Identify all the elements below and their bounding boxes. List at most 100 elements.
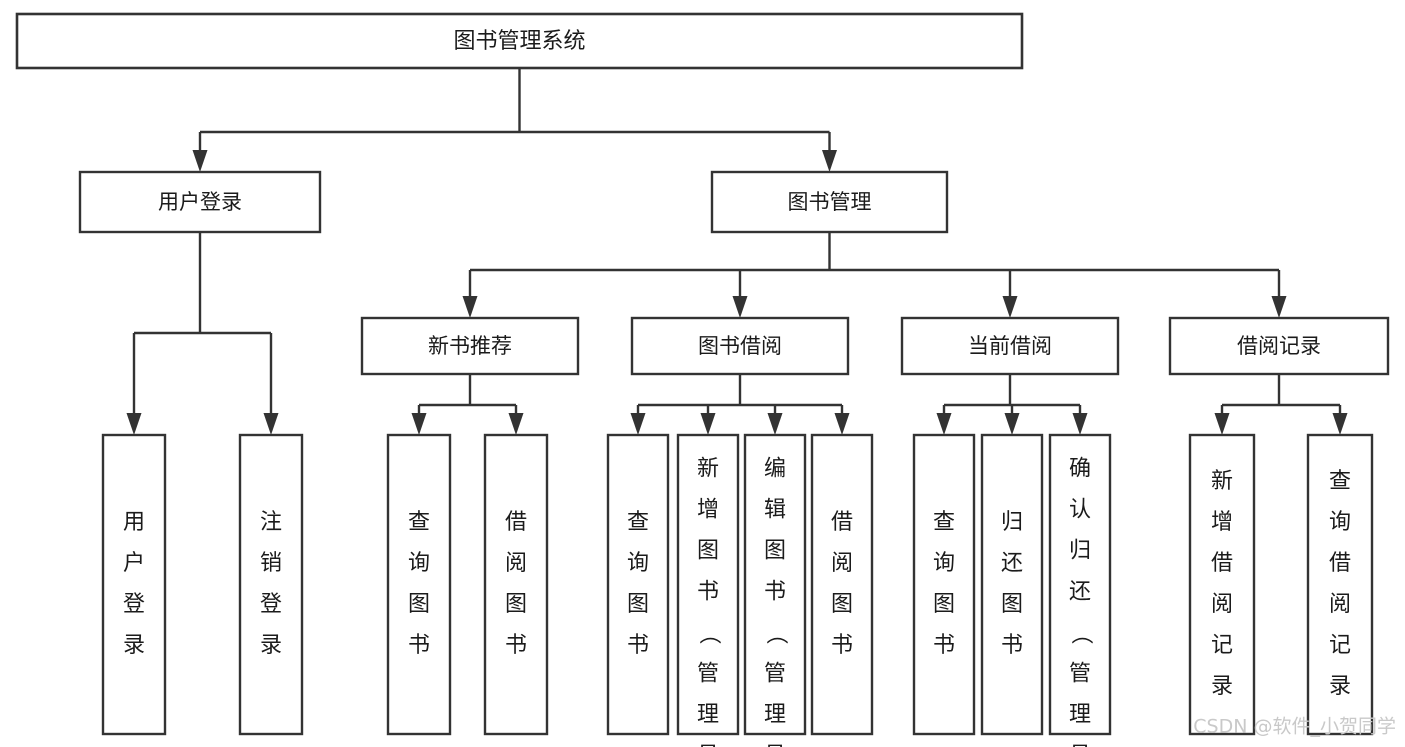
leaf-node-box[interactable] xyxy=(1306,433,1374,736)
leaf-node-label-char: 查 xyxy=(408,510,430,535)
level3-node-1-label: 图书借阅 xyxy=(698,334,782,358)
leaf-node-label-char: 询 xyxy=(408,551,430,576)
leaf-node-label-char: 登 xyxy=(260,592,282,617)
leaf-node-box[interactable] xyxy=(912,433,976,736)
watermark-layer: CSDN @软件_小贺同学 xyxy=(1193,716,1396,738)
leaf-node-label-char: 图 xyxy=(764,539,786,564)
leaf-node-label-char: 辑 xyxy=(764,498,786,523)
book-mgmt-to-l3-3-head xyxy=(1271,296,1287,318)
leaf-node-label-char: 员 xyxy=(764,744,786,747)
level3-node-1[interactable]: 图书借阅 xyxy=(630,316,850,376)
leaf-node-label-char: 询 xyxy=(627,551,649,576)
leaf-node-label-char: 借 xyxy=(831,510,853,535)
leaf-node-label-char: 借 xyxy=(505,510,527,535)
l3-2-to-leaf-1-head xyxy=(1004,413,1020,435)
l3-3-to-leaf-0-head xyxy=(1214,413,1230,435)
leaf-node-label-char: 新 xyxy=(1211,469,1233,494)
level3-node-0[interactable]: 新书推荐 xyxy=(360,316,580,376)
level2-node-0-label: 用户登录 xyxy=(158,190,242,214)
leaf-node-label-char: 注 xyxy=(260,510,282,535)
level3-node-2[interactable]: 当前借阅 xyxy=(900,316,1120,376)
level3-node-3-label: 借阅记录 xyxy=(1237,334,1321,358)
leaf-node-label-char: 理 xyxy=(697,703,719,728)
leaf-node-label-char: 理 xyxy=(764,703,786,728)
leaf-node-label-char: 查 xyxy=(933,510,955,535)
leaf-node-box[interactable] xyxy=(1188,433,1256,736)
leaf-node-box[interactable] xyxy=(238,433,304,736)
leaf-node-box[interactable] xyxy=(483,433,549,736)
leaf-node-box[interactable] xyxy=(810,433,874,736)
csdn-watermark: CSDN @软件_小贺同学 xyxy=(1193,716,1396,738)
level3-node-0-label: 新书推荐 xyxy=(428,334,512,358)
level2-node-1[interactable]: 图书管理 xyxy=(710,170,949,234)
leaf-node-label-char: （ xyxy=(763,622,788,644)
nodes-layer: 图书管理系统用户登录图书管理新书推荐图书借阅当前借阅借阅记录用户登录注销登录查询… xyxy=(15,12,1390,747)
leaf-node-label-char: 登 xyxy=(123,592,145,617)
leaf-node-label-char: 书 xyxy=(697,580,719,605)
level3-node-3-box[interactable] xyxy=(1168,316,1390,376)
leaf-node-label-char: 记 xyxy=(1211,633,1233,658)
leaf-node-label-char: 书 xyxy=(933,633,955,658)
level2-node-1-box[interactable] xyxy=(710,170,949,234)
level3-node-2-box[interactable] xyxy=(900,316,1120,376)
leaf-node-label-char: 图 xyxy=(831,592,853,617)
l3-2-to-leaf-0-head xyxy=(936,413,952,435)
leaf-node-label-char: 录 xyxy=(123,633,145,658)
leaf-node-label-char: 书 xyxy=(627,633,649,658)
leaf-node-label-char: 理 xyxy=(1069,703,1091,728)
leaf-node-label-char: 归 xyxy=(1069,539,1091,564)
leaf-node-box[interactable] xyxy=(676,433,740,736)
leaf-node-label-char: 员 xyxy=(1069,744,1091,747)
root-node[interactable]: 图书管理系统 xyxy=(15,12,1024,70)
leaf-node-label-char: 查 xyxy=(627,510,649,535)
leaf-node-label-char: （ xyxy=(696,622,721,644)
leaf-node-label-char: 书 xyxy=(831,633,853,658)
leaf-node-label-char: 查 xyxy=(1329,469,1351,494)
leaf-node-label-char: 图 xyxy=(505,592,527,617)
level2-node-0[interactable]: 用户登录 xyxy=(78,170,322,234)
leaf-node-label-char: 录 xyxy=(1211,674,1233,699)
l3-1-to-leaf-1-head xyxy=(700,413,716,435)
leaf-node-label-char: 管 xyxy=(697,662,719,687)
level3-node-3[interactable]: 借阅记录 xyxy=(1168,316,1390,376)
edges-layer xyxy=(126,68,1348,435)
level2-node-0-box[interactable] xyxy=(78,170,322,234)
leaf-node[interactable]: 用户登录 xyxy=(101,433,167,736)
leaf-node-label-char: 确 xyxy=(1069,457,1091,482)
leaf-node-label-char: 阅 xyxy=(1211,592,1233,617)
leaf-node-label-char: 书 xyxy=(408,633,430,658)
level3-node-1-box[interactable] xyxy=(630,316,850,376)
root-node-box[interactable] xyxy=(15,12,1024,70)
leaf-node-label-char: 还 xyxy=(1069,580,1091,605)
leaf-node-box[interactable] xyxy=(980,433,1044,736)
root-to-l2-1-head xyxy=(822,150,837,172)
leaf-node-box[interactable] xyxy=(1048,433,1112,736)
leaf-node-label-char: 借 xyxy=(1329,551,1351,576)
leaf-node-label-char: 书 xyxy=(764,580,786,605)
l3-1-to-leaf-2-head xyxy=(767,413,783,435)
leaf-node-box[interactable] xyxy=(386,433,452,736)
leaf-node-box[interactable] xyxy=(606,433,670,736)
leaf-node-label-char: 记 xyxy=(1329,633,1351,658)
leaf-node-label-char: 归 xyxy=(1001,510,1023,535)
leaf-node-label-char: 阅 xyxy=(831,551,853,576)
leaf-node-label-char: 认 xyxy=(1069,498,1091,523)
leaf-node-label-char: 员 xyxy=(697,744,719,747)
leaf-node-box[interactable] xyxy=(743,433,807,736)
leaf-node-box[interactable] xyxy=(101,433,167,736)
level3-node-0-box[interactable] xyxy=(360,316,580,376)
